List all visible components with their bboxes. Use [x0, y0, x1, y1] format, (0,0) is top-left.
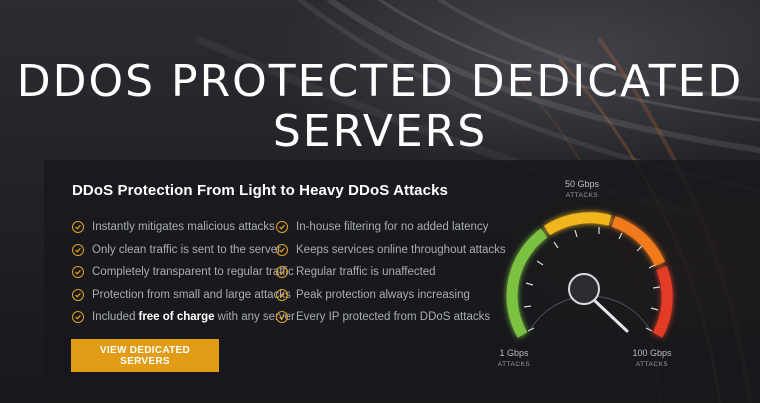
gauge-right-sub: ATTACKS [635, 361, 669, 368]
hero-title: DDOS PROTECTED DEDICATED SERVERS [0, 57, 760, 157]
gauge-label-top: 50 Gbps ATTACKS [562, 179, 602, 201]
speedometer-icon [506, 212, 673, 338]
check-circle-icon [276, 243, 288, 256]
feature-text: Protection from small and large attacks [92, 288, 291, 301]
check-circle-icon [276, 266, 288, 279]
check-circle-icon [276, 311, 288, 324]
check-circle-icon [72, 311, 84, 324]
hero-title-line-1: DDOS PROTECTED DEDICATED [16, 56, 744, 108]
list-item: Every IP protected from DDoS attacks [276, 306, 506, 329]
check-circle-icon [276, 221, 288, 234]
list-item: Completely transparent to regular traffi… [72, 261, 295, 284]
feature-text: Instantly mitigates malicious attacks [92, 221, 275, 234]
hero-title-line-2: SERVERS [272, 106, 488, 158]
feature-text: In-house filtering for no added latency [296, 221, 489, 234]
list-item: Regular traffic is unaffected [276, 261, 506, 284]
gauge-label-right: 100 Gbps ATTACKS [628, 348, 676, 370]
feature-text: Peak protection always increasing [296, 288, 470, 301]
list-item: Protection from small and large attacks [72, 284, 295, 307]
gauge-right-value: 100 Gbps [632, 348, 672, 358]
view-dedicated-servers-button[interactable]: VIEW DEDICATED SERVERS [71, 339, 219, 372]
panel-heading: DDoS Protection From Light to Heavy DDoS… [72, 182, 448, 199]
feature-text-pre: Included [92, 311, 136, 324]
list-item: Instantly mitigates malicious attacks [72, 216, 295, 239]
gauge-top-value: 50 Gbps [564, 179, 600, 189]
check-circle-icon [72, 243, 84, 256]
feature-text: Regular traffic is unaffected [296, 266, 436, 279]
feature-text: Only clean traffic is sent to the server [92, 243, 281, 256]
feature-text: Keeps services online throughout attacks [296, 243, 506, 256]
list-item: Peak protection always increasing [276, 284, 506, 307]
feature-text-highlight: free of charge [138, 311, 215, 324]
check-circle-icon [72, 288, 84, 301]
gauge-top-sub: ATTACKS [565, 192, 599, 199]
check-circle-icon [276, 288, 288, 301]
list-item: In-house filtering for no added latency [276, 216, 506, 239]
gauge-left-sub: ATTACKS [497, 361, 531, 368]
gauge-left-value: 1 Gbps [499, 348, 529, 358]
check-circle-icon [72, 221, 84, 234]
list-item: Keeps services online throughout attacks [276, 239, 506, 262]
check-circle-icon [72, 266, 84, 279]
feature-text-post: with any server [217, 311, 295, 324]
list-item: Only clean traffic is sent to the server [72, 239, 295, 262]
feature-list-left: Instantly mitigates malicious attacks On… [72, 216, 295, 329]
speed-gauge: 50 Gbps ATTACKS 1 Gbps ATTACKS 100 Gbps … [490, 176, 680, 371]
gauge-label-left: 1 Gbps ATTACKS [494, 348, 534, 370]
feature-text: Completely transparent to regular traffi… [92, 266, 294, 279]
feature-list-right: In-house filtering for no added latency … [276, 216, 506, 329]
feature-text: Every IP protected from DDoS attacks [296, 311, 491, 324]
